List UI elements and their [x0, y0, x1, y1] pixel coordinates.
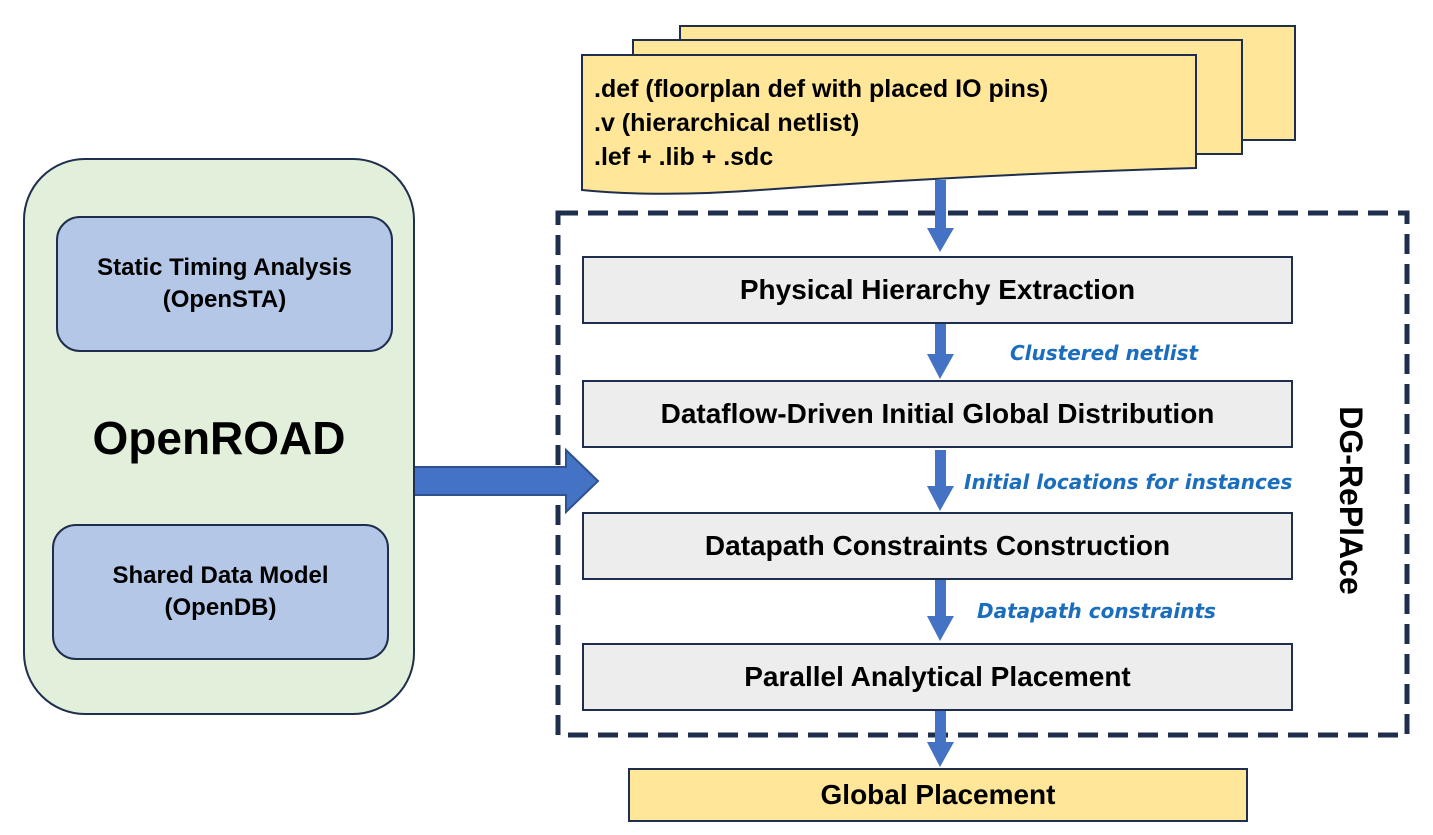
dg-replace-label: DG-RePlAce	[1332, 405, 1369, 595]
sta-box-line2: (OpenSTA)	[162, 286, 287, 313]
edge-label-datapath-constraints: Datapath constraints	[977, 599, 1216, 623]
input-line-def: .def (floorplan def with placed IO pins)	[594, 75, 1049, 103]
shared-data-model-box: Shared Data Model (OpenDB)	[52, 524, 389, 660]
arrow-step2-to-step3	[927, 450, 954, 511]
step-physical-hierarchy-extraction: Physical Hierarchy Extraction	[582, 256, 1293, 324]
edge-label-clustered-netlist: Clustered netlist	[1010, 341, 1199, 365]
arrow-step1-to-step2	[927, 324, 954, 379]
step-datapath-constraints-construction: Datapath Constraints Construction	[582, 512, 1293, 580]
openroad-title: OpenROAD	[92, 412, 346, 464]
step-parallel-analytical-placement: Parallel Analytical Placement	[582, 643, 1293, 711]
sta-box-line1: Static Timing Analysis	[97, 254, 352, 281]
step-initial-global-distribution: Dataflow-Driven Initial Global Distribut…	[582, 380, 1293, 448]
input-line-lef-lib-sdc: .lef + .lib + .sdc	[594, 143, 774, 171]
global-placement-output-box: Global Placement	[628, 768, 1248, 822]
input-files-text: .def (floorplan def with placed IO pins)…	[594, 72, 1194, 174]
input-document-stack	[581, 25, 1296, 195]
arrow-step3-to-step4	[927, 580, 954, 641]
arrow-step4-to-output	[927, 711, 954, 767]
static-timing-analysis-box: Static Timing Analysis (OpenSTA)	[56, 216, 393, 352]
db-box-line1: Shared Data Model	[112, 562, 329, 589]
arrow-inputs-to-step1	[927, 180, 954, 252]
db-box-line2: (OpenDB)	[164, 594, 277, 621]
dg-replace-label-container: DG-RePlAce	[1325, 390, 1375, 610]
input-line-netlist: .v (hierarchical netlist)	[594, 109, 860, 137]
dg-replace-group-border	[555, 210, 1410, 738]
edge-label-initial-locations: Initial locations for instances	[964, 470, 1293, 494]
input-document-front	[581, 54, 1197, 195]
flow-arrows	[927, 180, 954, 767]
